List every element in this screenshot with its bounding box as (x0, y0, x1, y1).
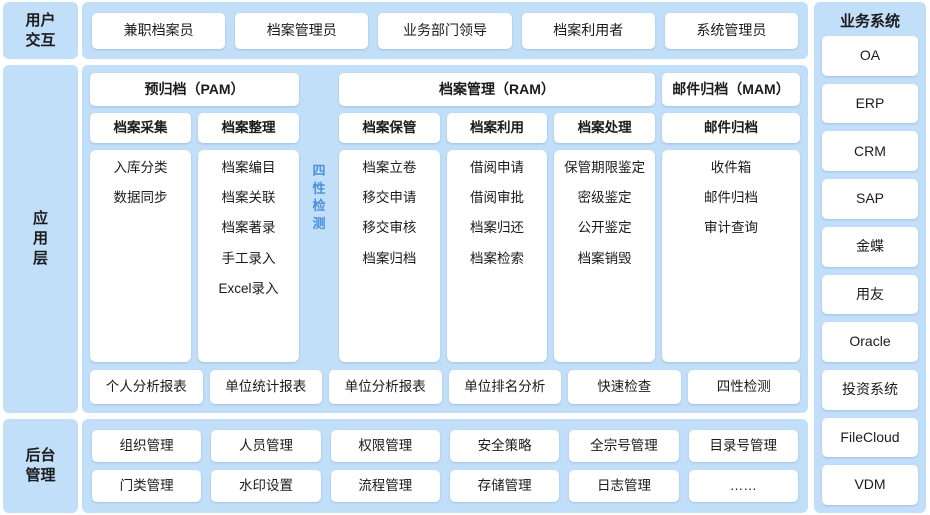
business-system-item[interactable]: OA (822, 36, 918, 76)
module-card-mail-archiving[interactable]: 邮件归档 (662, 113, 801, 143)
report-card[interactable]: 单位排名分析 (448, 370, 561, 404)
admin-card[interactable]: 人员管理 (211, 430, 321, 462)
application-layer-band: 预归档（PAM） 档案管理（RAM） 邮件归档（MAM） 档案采集 档案整理 档… (82, 65, 808, 413)
business-system-item[interactable]: 投资系统 (822, 369, 918, 410)
feature-item[interactable]: 借阅审批 (470, 190, 524, 206)
feature-item[interactable]: 档案检索 (470, 250, 524, 266)
business-systems-column: 业务系统 OA ERP CRM SAP 金蝶 用友 Oracle 投资系统 Fi… (812, 0, 930, 515)
business-system-item[interactable]: VDM (822, 465, 918, 506)
user-role-card[interactable]: 业务部门领导 (378, 12, 512, 49)
feature-item[interactable]: 档案归档 (362, 250, 417, 266)
report-card[interactable]: 单位分析报表 (329, 370, 442, 404)
module-card-archive-processing[interactable]: 档案处理 (554, 113, 656, 143)
module-card-archive-storage[interactable]: 档案保管 (339, 113, 440, 143)
admin-card[interactable]: 组织管理 (92, 430, 202, 462)
business-system-item[interactable]: 金蝶 (822, 226, 918, 267)
group-header-spacer (306, 73, 332, 106)
report-card[interactable]: 快速检查 (568, 370, 681, 404)
admin-card[interactable]: 权限管理 (330, 430, 440, 462)
report-row: 个人分析报表 单位统计报表 单位分析报表 单位排名分析 快速检查 四性检测 (90, 370, 800, 404)
admin-card[interactable]: 安全策略 (449, 430, 560, 462)
admin-card-more[interactable]: …… (688, 470, 798, 502)
band-label-backend-management: 后台管理 (3, 419, 78, 513)
module-name-row: 档案采集 档案整理 档案保管 档案利用 档案处理 邮件归档 (90, 113, 801, 143)
feature-item[interactable]: 借阅申请 (470, 160, 524, 175)
band-label-column: 用户交互 应用层 后台管理 (0, 0, 78, 515)
feature-item[interactable]: 档案销毁 (577, 250, 632, 266)
business-system-item[interactable]: FileCloud (822, 417, 918, 458)
user-role-card[interactable]: 档案利用者 (521, 12, 655, 49)
business-system-item[interactable]: Oracle (822, 322, 918, 362)
business-system-item[interactable]: SAP (822, 179, 918, 219)
feature-item[interactable]: 移交申请 (362, 190, 417, 206)
four-property-check-strip: 四性检测 (306, 150, 332, 362)
admin-card[interactable]: 门类管理 (92, 470, 202, 502)
feature-item[interactable]: 档案著录 (221, 220, 276, 236)
admin-card[interactable]: 目录号管理 (688, 430, 798, 462)
backend-management-row: 组织管理 人员管理 权限管理 安全策略 全宗号管理 目录号管理 (92, 430, 798, 462)
feature-column-archive-organization: 档案编目档案关联档案著录手工录入 Excel录入 (198, 150, 299, 362)
business-systems-panel: 业务系统 OA ERP CRM SAP 金蝶 用友 Oracle 投资系统 Fi… (814, 2, 926, 513)
admin-card[interactable]: 水印设置 (211, 470, 321, 502)
feature-item[interactable]: 数据同步 (113, 190, 168, 206)
feature-item[interactable]: 公开鉴定 (577, 220, 632, 236)
user-interaction-band: 兼职档案员 档案管理员 业务部门领导 档案利用者 系统管理员 (82, 2, 808, 59)
module-card-archive-collection[interactable]: 档案采集 (90, 113, 191, 143)
feature-item[interactable]: 邮件归档 (704, 190, 759, 206)
user-role-card[interactable]: 系统管理员 (664, 12, 799, 49)
feature-column-archive-processing: 保管期限鉴定密级鉴定公开鉴定档案销毁 (554, 150, 656, 362)
admin-card[interactable]: 全宗号管理 (569, 430, 679, 462)
feature-column-archive-utilization: 借阅申请借阅审批档案归还档案检索 (446, 150, 548, 362)
feature-column-archive-collection: 入库分类数据同步 (90, 150, 191, 362)
user-role-card[interactable]: 兼职档案员 (92, 12, 226, 49)
business-systems-title: 业务系统 (839, 13, 900, 30)
feature-item[interactable]: 档案立卷 (362, 160, 417, 175)
business-system-item[interactable]: CRM (822, 131, 918, 172)
diagram-main-column: 兼职档案员 档案管理员 业务部门领导 档案利用者 系统管理员 预归档（PAM） … (78, 0, 812, 515)
feature-column-mail-archiving: 收件箱邮件归档审计查询 (662, 150, 801, 362)
group-header-pam[interactable]: 预归档（PAM） (90, 73, 299, 106)
report-card[interactable]: 单位统计报表 (209, 370, 322, 404)
feature-column-row: 入库分类数据同步 档案编目档案关联档案著录手工录入 Excel录入 四性检测 档案… (90, 150, 801, 362)
business-systems-list: OA ERP CRM SAP 金蝶 用友 Oracle 投资系统 FileClo… (822, 36, 918, 506)
feature-item[interactable]: 审计查询 (704, 220, 759, 236)
admin-card[interactable]: 存储管理 (449, 470, 560, 502)
user-role-card[interactable]: 档案管理员 (235, 12, 369, 49)
feature-item[interactable]: 档案编目 (221, 160, 276, 175)
admin-card[interactable]: 流程管理 (330, 470, 440, 502)
backend-management-band: 组织管理 人员管理 权限管理 安全策略 全宗号管理 目录号管理 门类管理 水印设… (82, 419, 808, 513)
feature-item[interactable]: 移交审核 (362, 220, 417, 236)
module-card-archive-organization[interactable]: 档案整理 (198, 113, 299, 143)
admin-card[interactable]: 日志管理 (569, 470, 679, 502)
feature-item[interactable]: 收件箱 (710, 160, 752, 175)
band-label-application-layer: 应用层 (3, 65, 78, 413)
report-card[interactable]: 四性检测 (687, 370, 800, 404)
four-property-check-label: 四性检测 (312, 163, 326, 231)
business-system-item[interactable]: ERP (822, 83, 918, 124)
band-label-user-interaction: 用户交互 (3, 2, 78, 59)
module-row-spacer (306, 113, 332, 143)
module-card-archive-utilization[interactable]: 档案利用 (446, 113, 548, 143)
report-card[interactable]: 个人分析报表 (90, 370, 203, 404)
feature-item[interactable]: 档案关联 (221, 190, 276, 206)
group-header-ram[interactable]: 档案管理（RAM） (339, 73, 655, 106)
feature-item[interactable]: 手工录入 (221, 250, 276, 266)
module-group-header-row: 预归档（PAM） 档案管理（RAM） 邮件归档（MAM） (90, 73, 800, 106)
feature-item[interactable]: 档案归还 (470, 220, 524, 236)
backend-management-row: 门类管理 水印设置 流程管理 存储管理 日志管理 …… (92, 470, 798, 502)
feature-item[interactable]: 保管期限鉴定 (564, 160, 646, 175)
business-system-item[interactable]: 用友 (822, 274, 918, 315)
feature-column-archive-storage: 档案立卷移交申请移交审核档案归档 (339, 150, 440, 362)
feature-item[interactable]: Excel录入 (218, 280, 279, 296)
group-header-mam[interactable]: 邮件归档（MAM） (662, 73, 800, 106)
feature-item[interactable]: 入库分类 (113, 160, 168, 175)
feature-item[interactable]: 密级鉴定 (577, 190, 632, 206)
